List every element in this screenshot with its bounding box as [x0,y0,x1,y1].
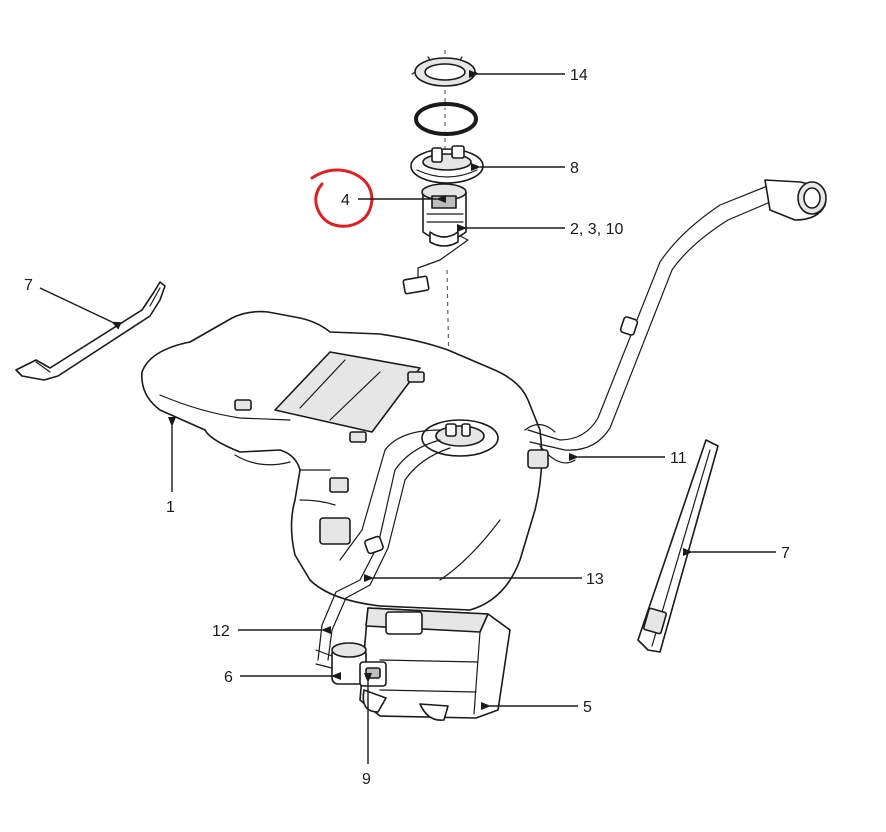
filler-neck-part [524,179,827,469]
connector-part [359,661,387,687]
tank-strap-left-part [15,281,166,381]
o-ring-part [414,102,478,136]
callout-14: 14 [570,67,588,84]
assembly-centerline-lower [446,269,451,421]
callout-11: 11 [670,450,687,467]
callout-7-right: 7 [781,545,790,562]
callout-7-left: 7 [24,277,33,294]
callout-5: 5 [583,699,592,716]
canister-valve-part [315,642,367,685]
fuel-pump-module-part [402,183,469,295]
leader-lines [39,70,776,764]
red-annotation-circle [310,168,374,228]
callout-1: 1 [166,499,175,516]
lock-ring-part [411,56,479,87]
fuel-lines-part [317,429,451,661]
callout-9: 9 [362,771,371,788]
pump-cover-part [410,145,484,184]
callout-4: 4 [341,192,350,209]
callout-2-3-10: 2, 3, 10 [570,221,623,238]
tank-strap-right-part [637,439,719,653]
callout-6: 6 [224,669,233,686]
callout-12: 12 [212,623,230,640]
fuel-tank-part [141,310,543,611]
callout-8: 8 [570,160,579,177]
callout-13: 13 [586,571,604,588]
